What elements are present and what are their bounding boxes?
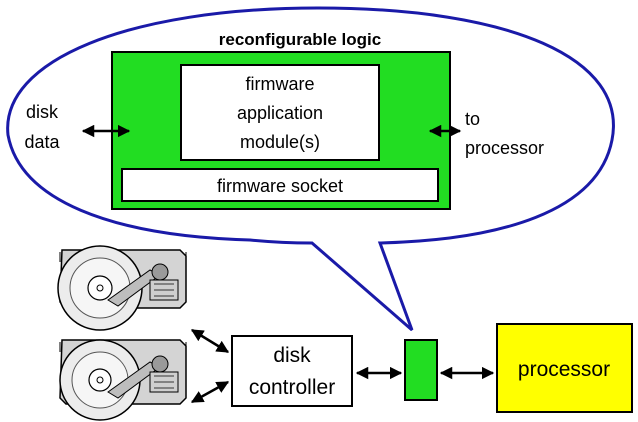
disk-data-label-line-1: disk bbox=[26, 102, 59, 122]
hard-disk-1-icon bbox=[57, 245, 187, 331]
disk-2-controller-arrow bbox=[190, 380, 230, 404]
firmware-module-line-1: firmware bbox=[245, 74, 314, 94]
to-processor-label-line-1: to bbox=[465, 109, 480, 129]
firmware-module-line-2: application bbox=[237, 103, 323, 123]
fpga-chip bbox=[404, 339, 438, 401]
firmware-module-line-3: module(s) bbox=[240, 132, 320, 152]
reconfigurable-logic-title: reconfigurable logic bbox=[219, 30, 381, 49]
disk-1-controller-arrow bbox=[190, 328, 230, 354]
disk-controller-line-2: controller bbox=[249, 376, 335, 399]
to-processor-label-line-2: processor bbox=[465, 138, 544, 158]
firmware-application-module-box bbox=[180, 64, 380, 161]
hard-disk-2-icon bbox=[59, 339, 187, 421]
processor-label: processor bbox=[518, 358, 610, 381]
processor-box bbox=[496, 323, 633, 413]
disk-data-label-line-2: data bbox=[24, 132, 60, 152]
disk-controller-box bbox=[231, 335, 353, 407]
disk-controller-line-1: disk bbox=[273, 344, 311, 367]
firmware-socket-label: firmware socket bbox=[217, 176, 343, 196]
firmware-socket-box bbox=[121, 168, 439, 202]
